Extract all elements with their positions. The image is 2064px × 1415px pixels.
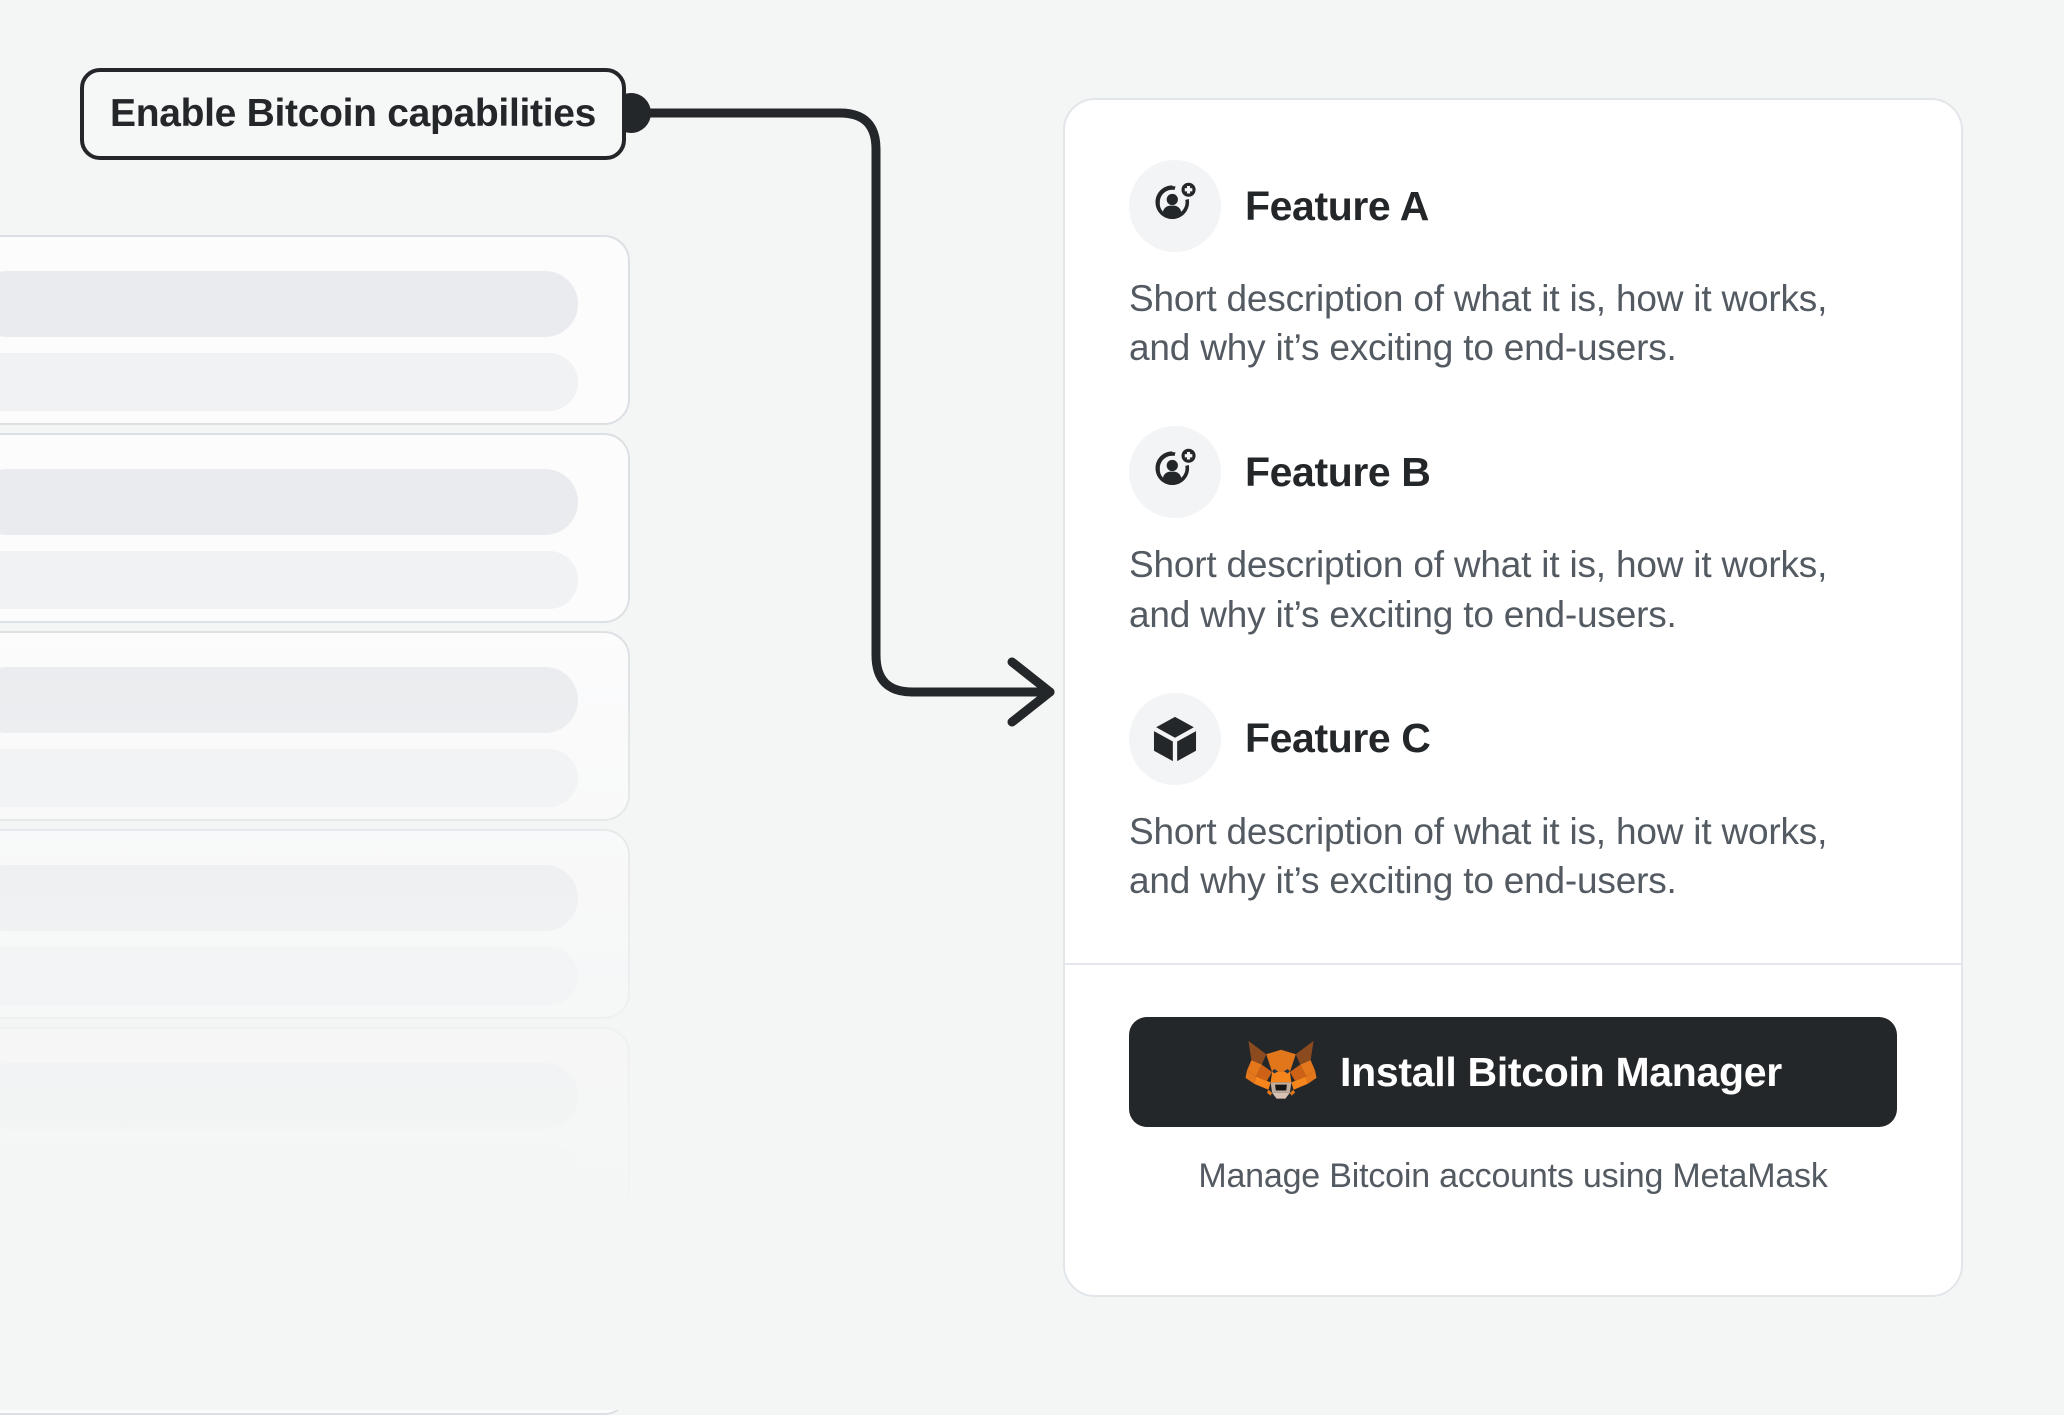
- skeleton-bar: [0, 1343, 578, 1401]
- skeleton-card: [0, 433, 630, 623]
- skeleton-card: [0, 631, 630, 821]
- callout-pill[interactable]: Enable Bitcoin capabilities: [80, 68, 627, 160]
- skeleton-bar: [0, 1063, 578, 1129]
- feature-b-heading-row: Feature B: [1129, 426, 1897, 519]
- feature-a-title: Feature A: [1245, 182, 1429, 229]
- feature-a-heading-row: Feature A: [1129, 160, 1897, 252]
- skeleton-card-list: [0, 235, 632, 1415]
- cube-icon: [1129, 692, 1221, 785]
- skeleton-card: [0, 1027, 630, 1217]
- user-add-icon: [1129, 160, 1221, 252]
- card-divider: [1065, 963, 1961, 966]
- skeleton-bar: [0, 271, 578, 337]
- skeleton-bar: [0, 947, 578, 1005]
- feature-a-description: Short description of what it is, how it …: [1129, 278, 1828, 369]
- callout-pill-label: Enable Bitcoin capabilities: [110, 92, 597, 135]
- skeleton-bar: [0, 1145, 578, 1203]
- feature-c-heading-row: Feature C: [1129, 692, 1897, 785]
- skeleton-card: [0, 235, 630, 425]
- skeleton-card: [0, 829, 630, 1019]
- feature-item-a: Feature A Short description of what it i…: [1129, 160, 1897, 372]
- feature-list: Feature A Short description of what it i…: [1065, 100, 1961, 905]
- feature-c-title: Feature C: [1245, 715, 1431, 762]
- feature-card: Feature A Short description of what it i…: [1063, 98, 1963, 1297]
- install-bitcoin-manager-button[interactable]: Install Bitcoin Manager: [1129, 1017, 1897, 1128]
- user-add-icon: [1129, 426, 1221, 519]
- feature-b-description: Short description of what it is, how it …: [1129, 544, 1828, 635]
- skeleton-bar: [0, 551, 578, 609]
- feature-b-title: Feature B: [1245, 448, 1431, 495]
- feature-item-b: Feature B Short description of what it i…: [1129, 426, 1897, 638]
- card-footer: Install Bitcoin Manager Manage Bitcoin a…: [1065, 965, 1961, 1196]
- install-subtext: Manage Bitcoin accounts using MetaMask: [1198, 1157, 1828, 1196]
- skeleton-bar: [0, 749, 578, 807]
- feature-c-description: Short description of what it is, how it …: [1129, 810, 1828, 902]
- skeleton-card: [0, 1225, 630, 1415]
- skeleton-bar: [0, 469, 578, 535]
- install-button-label: Install Bitcoin Manager: [1340, 1048, 1782, 1095]
- skeleton-bar: [0, 353, 578, 411]
- skeleton-bar: [0, 667, 578, 733]
- skeleton-bar: [0, 865, 578, 931]
- skeleton-bar: [0, 1261, 578, 1327]
- feature-item-c: Feature C Short description of what it i…: [1129, 692, 1897, 905]
- metamask-fox-icon: [1245, 1041, 1317, 1099]
